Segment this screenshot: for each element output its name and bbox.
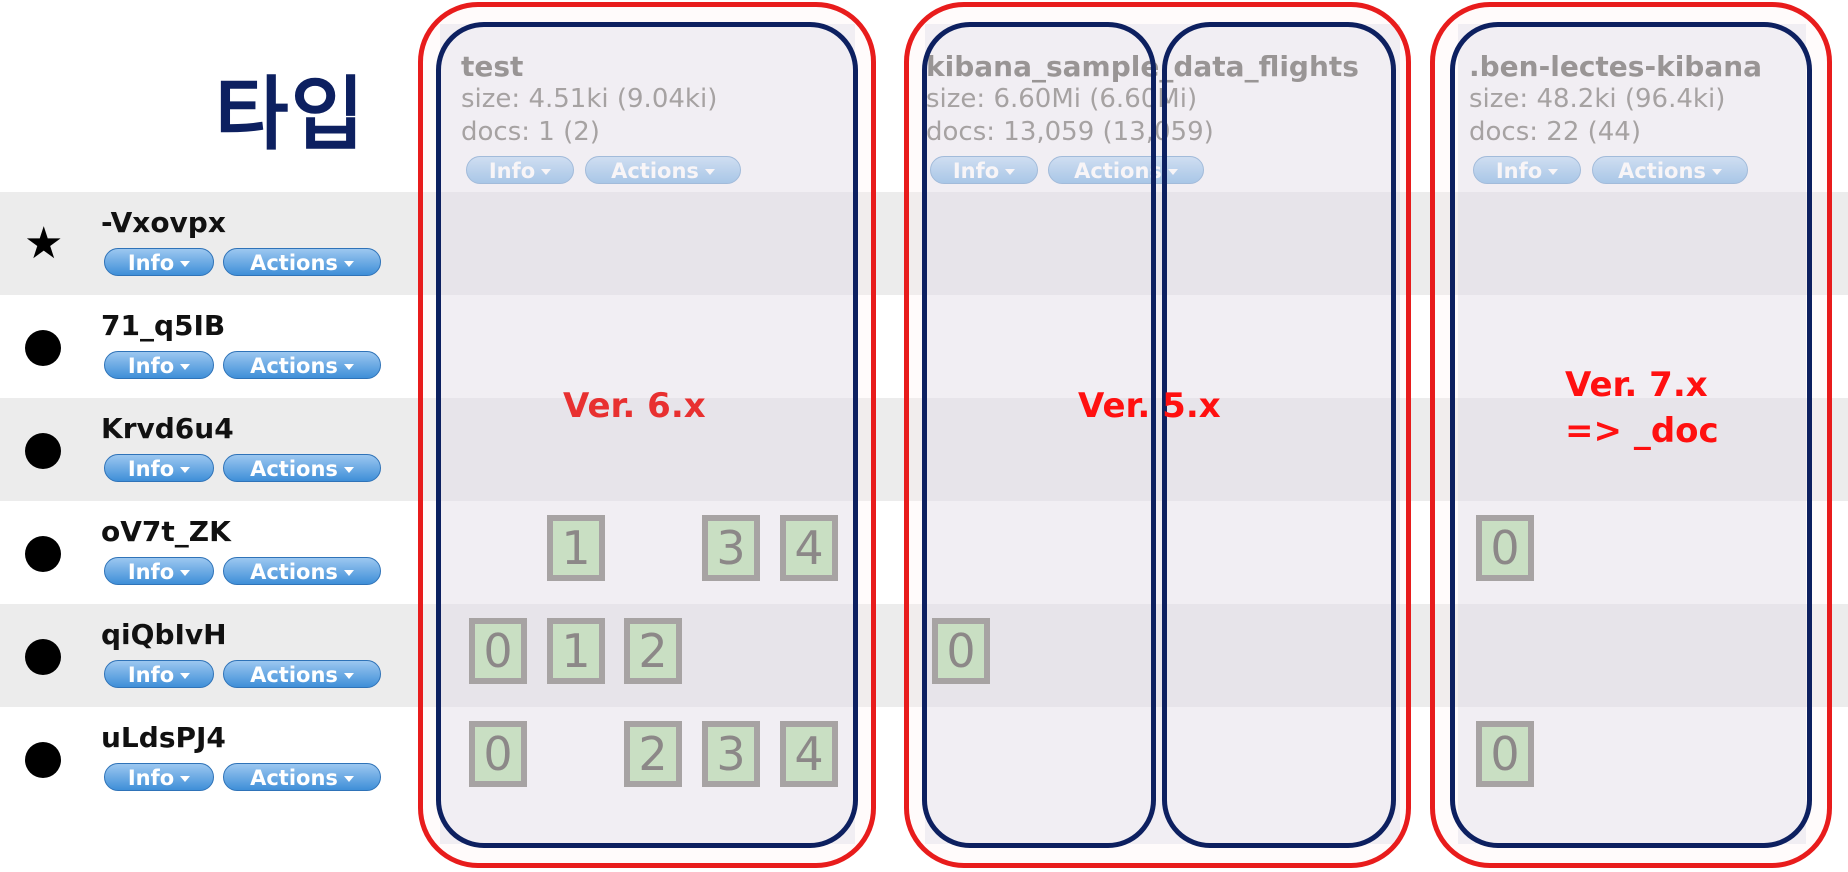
node-name: qiQbIvH <box>101 618 227 651</box>
node-name: oV7t_ZK <box>101 515 231 548</box>
shard-box[interactable]: 0 <box>932 618 990 684</box>
version-label-v7-line1: Ver. 7.x <box>1565 365 1708 405</box>
node-name: Krvd6u4 <box>101 412 234 445</box>
node-name: 71_q5IB <box>101 309 226 342</box>
node-info-button[interactable]: Info <box>104 248 214 276</box>
circle-icon <box>25 330 61 366</box>
chevron-down-icon <box>1005 169 1016 175</box>
node-name: uLdsPJ4 <box>101 721 226 754</box>
type-navy-outline <box>1162 22 1396 848</box>
node-name: -Vxovpx <box>101 206 226 239</box>
node-actions-button[interactable]: Actions <box>223 660 381 688</box>
shard-box[interactable]: 4 <box>780 515 838 581</box>
version-label-v7: Ver. 7.x => _doc <box>1565 362 1719 454</box>
chevron-down-icon <box>343 467 354 473</box>
circle-icon <box>25 742 61 778</box>
chevron-down-icon <box>180 261 191 267</box>
shard-box[interactable]: 3 <box>702 515 760 581</box>
chevron-down-icon <box>180 673 191 679</box>
version-label-v6: Ver. 6.x <box>563 386 706 426</box>
circle-icon <box>25 433 61 469</box>
index-docs: docs: 22 (44) <box>1469 117 1641 147</box>
index-size: size: 48.2ki (96.4ki) <box>1469 84 1726 114</box>
chevron-down-icon <box>180 776 191 782</box>
index-actions-button[interactable]: Actions <box>1048 156 1204 184</box>
chevron-down-icon <box>1548 169 1559 175</box>
node-actions-button[interactable]: Actions <box>223 454 381 482</box>
chevron-down-icon <box>1167 169 1178 175</box>
chevron-down-icon <box>180 570 191 576</box>
node-actions-button[interactable]: Actions <box>223 763 381 791</box>
type-navy-outline <box>1450 22 1812 848</box>
version-label-v7-line2: => _doc <box>1565 411 1719 451</box>
circle-icon <box>25 536 61 572</box>
node-actions-button[interactable]: Actions <box>223 351 381 379</box>
node-actions-button[interactable]: Actions <box>223 248 381 276</box>
version-label-v5: Ver. 5.x <box>1078 386 1221 426</box>
chevron-down-icon <box>343 261 354 267</box>
index-name: .ben-lectes-kibana <box>1469 50 1763 83</box>
index-size: size: 4.51ki (9.04ki) <box>461 84 718 114</box>
type-navy-outline <box>436 22 858 848</box>
chevron-down-icon <box>180 467 191 473</box>
chevron-down-icon <box>343 673 354 679</box>
index-docs: docs: 1 (2) <box>461 117 600 147</box>
shard-box[interactable]: 1 <box>547 618 605 684</box>
type-navy-outline <box>922 22 1156 848</box>
chevron-down-icon <box>1711 169 1722 175</box>
page-title: 타입 <box>215 68 367 161</box>
shard-box[interactable]: 0 <box>1476 515 1534 581</box>
index-info-button[interactable]: Info <box>1473 156 1581 184</box>
node-info-button[interactable]: Info <box>104 763 214 791</box>
shard-box[interactable]: 2 <box>624 618 682 684</box>
chevron-down-icon <box>343 776 354 782</box>
chevron-down-icon <box>704 169 715 175</box>
shard-box[interactable]: 4 <box>780 721 838 787</box>
node-actions-button[interactable]: Actions <box>223 557 381 585</box>
index-actions-button[interactable]: Actions <box>585 156 741 184</box>
chevron-down-icon <box>343 570 354 576</box>
star-icon: ★ <box>24 218 64 269</box>
shard-box[interactable]: 1 <box>547 515 605 581</box>
index-info-button[interactable]: Info <box>466 156 574 184</box>
node-info-button[interactable]: Info <box>104 454 214 482</box>
chevron-down-icon <box>180 364 191 370</box>
node-info-button[interactable]: Info <box>104 660 214 688</box>
annotation-red-outline <box>1430 2 1832 868</box>
annotation-red-outline <box>904 2 1411 868</box>
chevron-down-icon <box>343 364 354 370</box>
shard-box[interactable]: 0 <box>469 721 527 787</box>
annotation-red-outline <box>418 2 876 868</box>
index-info-button[interactable]: Info <box>930 156 1038 184</box>
chevron-down-icon <box>541 169 552 175</box>
index-actions-button[interactable]: Actions <box>1592 156 1748 184</box>
shard-box[interactable]: 0 <box>1476 721 1534 787</box>
node-info-button[interactable]: Info <box>104 557 214 585</box>
node-info-button[interactable]: Info <box>104 351 214 379</box>
shard-box[interactable]: 0 <box>469 618 527 684</box>
circle-icon <box>25 639 61 675</box>
shard-box[interactable]: 2 <box>624 721 682 787</box>
shard-box[interactable]: 3 <box>702 721 760 787</box>
